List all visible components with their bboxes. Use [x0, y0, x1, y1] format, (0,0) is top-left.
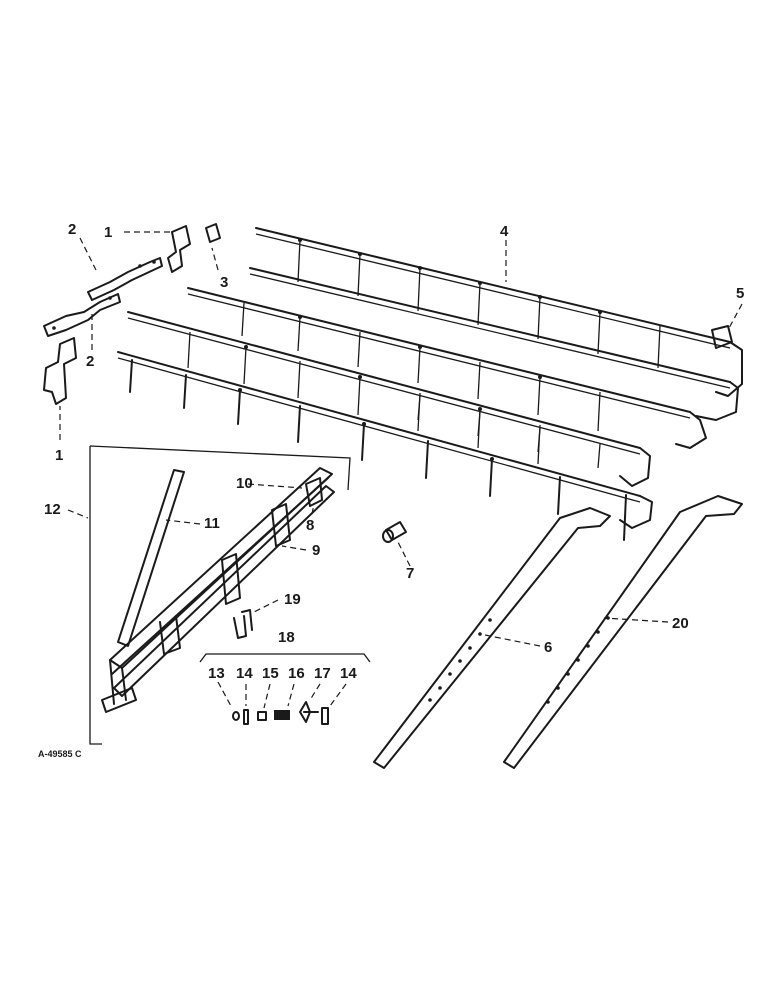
callout-5: 5 — [736, 285, 744, 302]
callout-2-upper: 2 — [68, 221, 76, 238]
callout-4: 4 — [500, 223, 509, 240]
bracket-1-upper — [167, 225, 191, 273]
finger-bar-4 — [117, 227, 743, 541]
bracket-5 — [711, 325, 733, 349]
callout-11: 11 — [204, 515, 220, 532]
callout-2-lower: 2 — [86, 353, 94, 370]
callout-7: 7 — [406, 565, 414, 582]
callouts: 1 2 3 2 1 4 5 12 10 11 8 9 7 19 18 6 20 … — [44, 221, 744, 682]
roller-7 — [382, 521, 407, 543]
item-17 — [299, 701, 319, 723]
strap-20 — [503, 495, 743, 769]
callout-6: 6 — [544, 639, 552, 656]
bracket-2-upper — [87, 257, 163, 301]
callout-16: 16 — [288, 665, 305, 682]
callout-12: 12 — [44, 501, 61, 518]
callout-9: 9 — [312, 542, 320, 559]
callout-18: 18 — [278, 629, 295, 646]
callout-20: 20 — [672, 615, 689, 632]
item-16 — [274, 710, 290, 720]
callout-10: 10 — [236, 475, 253, 492]
strap-6 — [373, 507, 611, 769]
leader-lines — [59, 231, 743, 709]
plate-3 — [205, 223, 221, 243]
callout-17: 17 — [314, 665, 331, 682]
foot-plate — [101, 615, 181, 713]
rail-10 — [109, 467, 335, 697]
callout-8: 8 — [306, 517, 314, 534]
callout-14-left: 14 — [236, 665, 253, 682]
callout-19: 19 — [284, 591, 301, 608]
callout-15: 15 — [262, 665, 279, 682]
callout-1-upper: 1 — [104, 224, 112, 241]
hardware-group-18 — [199, 653, 371, 725]
item-14a — [243, 709, 249, 725]
item-14b — [321, 707, 329, 725]
bracket-8 — [305, 477, 323, 507]
callout-13: 13 — [208, 665, 225, 682]
bracket-9 — [221, 503, 291, 605]
callout-3: 3 — [220, 274, 228, 291]
item-13 — [232, 711, 240, 721]
item-15 — [257, 711, 267, 721]
bracket-1-lower — [43, 337, 77, 405]
assembly-12 — [89, 445, 351, 745]
callout-1-lower: 1 — [55, 447, 63, 464]
callout-14-right: 14 — [340, 665, 357, 682]
bracket-2-lower — [43, 293, 121, 337]
rod-11 — [117, 469, 185, 647]
clip-19 — [233, 609, 253, 639]
drawing-reference: A-49585 C — [38, 749, 82, 759]
